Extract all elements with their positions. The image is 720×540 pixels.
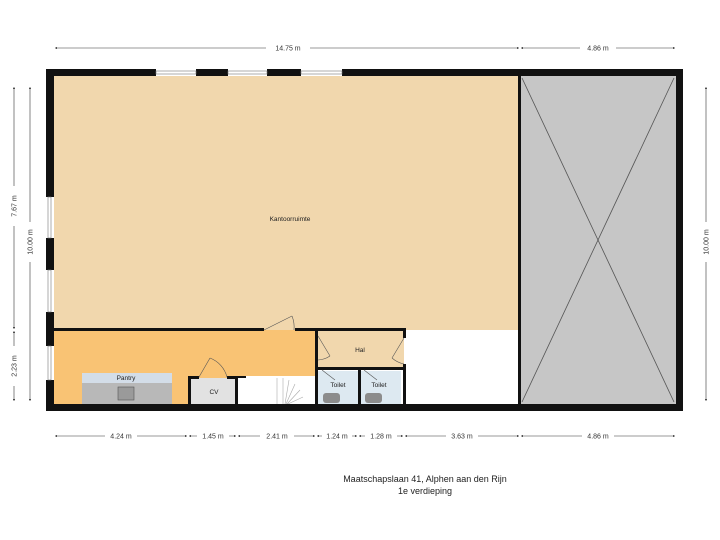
dim-top-side: 4.86 m [587, 46, 609, 53]
void-cross-2 [521, 77, 675, 403]
address-caption: Maatschapslaan 41, Alphen aan den Rijn [343, 474, 507, 484]
toilet-bowl-1 [323, 393, 340, 403]
dim-left-lower: 2.23 m [12, 355, 19, 377]
room-label-toilet-2: Toilet [371, 382, 386, 389]
dim-left-upper: 7.67 m [12, 195, 19, 217]
dim-bottom-7: 4.86 m [587, 434, 609, 441]
dim-bottom-2: 1.45 m [202, 434, 224, 441]
dim-bottom-3: 2.41 m [266, 434, 288, 441]
dim-left-total: 10.00 m [28, 229, 35, 254]
room-label-pantry: Pantry [117, 375, 137, 382]
cv-floor [190, 378, 237, 404]
dim-bottom-4: 1.24 m [326, 434, 348, 441]
office-floor [54, 76, 520, 330]
room-label-office: Kantoorruimte [270, 216, 311, 223]
dim-bottom-6: 3.63 m [451, 434, 473, 441]
pantry-sink [117, 386, 135, 401]
doors [198, 315, 405, 381]
dim-right-total: 10.00 m [704, 229, 711, 254]
dim-top-main: 14.75 m [275, 46, 300, 53]
staircase [276, 378, 304, 405]
room-label-cv: CV [209, 389, 219, 396]
windows [47, 70, 343, 381]
floor-caption: 1e verdieping [397, 486, 453, 496]
inner-walls [54, 76, 521, 404]
outer-walls [46, 69, 683, 411]
room-label-hall: Hal [355, 347, 365, 354]
dim-bottom-5: 1.28 m [370, 434, 392, 441]
room-label-toilet-1: Toilet [330, 382, 345, 389]
dim-bottom-1: 4.24 m [110, 434, 132, 441]
hall-floor [317, 330, 404, 368]
toilet-bowl-2 [365, 393, 382, 403]
